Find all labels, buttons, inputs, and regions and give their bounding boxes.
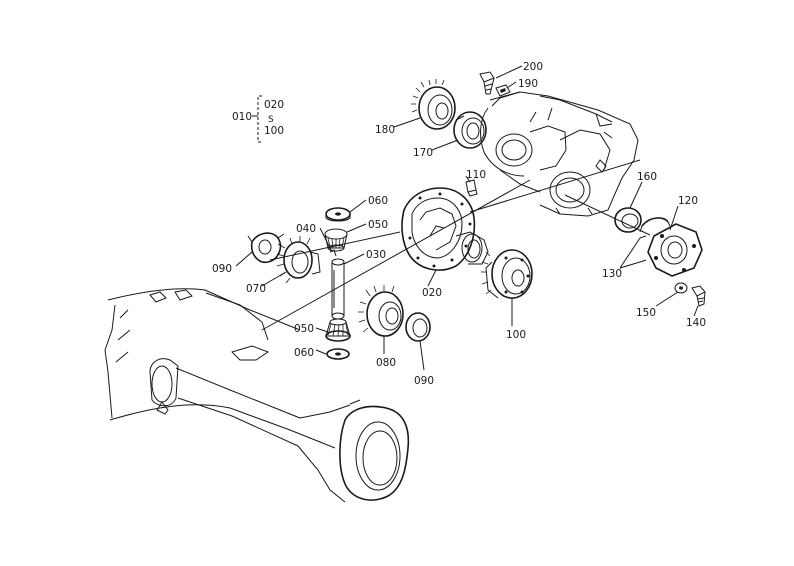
callout-050-upper: 050 [368,219,388,231]
bearing-160 [614,207,642,233]
pin-110 [465,179,478,197]
thrust-washer-090-upper [247,232,285,264]
range-bracket [252,95,262,143]
gear-case-housing [480,91,639,217]
washer-190 [495,84,511,97]
callout-120: 120 [678,195,698,207]
callout-190: 190 [518,78,538,90]
callout-180: 180 [375,124,395,136]
coupling-100 [481,249,533,299]
axle-housing [104,288,410,503]
range-note-start: 020 [264,99,284,111]
callout-060-lower: 060 [294,347,314,359]
callout-080: 080 [376,357,396,369]
callout-020: 020 [422,287,442,299]
callout-160: 160 [637,171,657,183]
pinion-050-upper [324,228,348,252]
side-gear-080 [358,285,404,337]
range-note-separator: S [268,115,274,125]
shaft-030 [331,258,345,320]
gear-180 [411,79,456,130]
callout-090-upper: 090 [212,263,232,275]
callout-040: 040 [296,223,316,235]
callout-200: 200 [523,61,543,73]
retainer-120 [647,223,703,277]
washer-060-upper [325,207,351,222]
callout-170: 170 [413,147,433,159]
range-note-prefix: 010 [232,111,252,123]
callout-030: 030 [366,249,386,261]
callout-050-lower: 050 [294,323,314,335]
callout-100: 100 [506,329,526,341]
side-gear-070 [276,236,321,284]
assembly-axis-lines [261,159,651,331]
callout-060-upper: 060 [368,195,388,207]
leader-lines [235,65,699,371]
bearing-170 [453,111,487,149]
callout-150: 150 [636,307,656,319]
differential-case-020 [401,187,489,271]
callout-140: 140 [686,317,706,329]
callout-070: 070 [246,283,266,295]
bolt-140 [691,285,706,307]
snap-ring-130 [639,217,671,263]
bolt-200 [479,71,495,95]
pinion-050-lower [325,318,351,342]
callout-090-lower: 090 [414,375,434,387]
washer-150 [674,282,688,294]
thrust-washer-090-lower [405,312,431,342]
range-note-end: 100 [264,125,284,137]
callout-130: 130 [602,268,622,280]
callout-labels: 010 020 S 100 200 190 180 170 160 120 13… [212,61,706,387]
washer-060-lower [326,348,350,360]
callout-110: 110 [466,169,486,181]
